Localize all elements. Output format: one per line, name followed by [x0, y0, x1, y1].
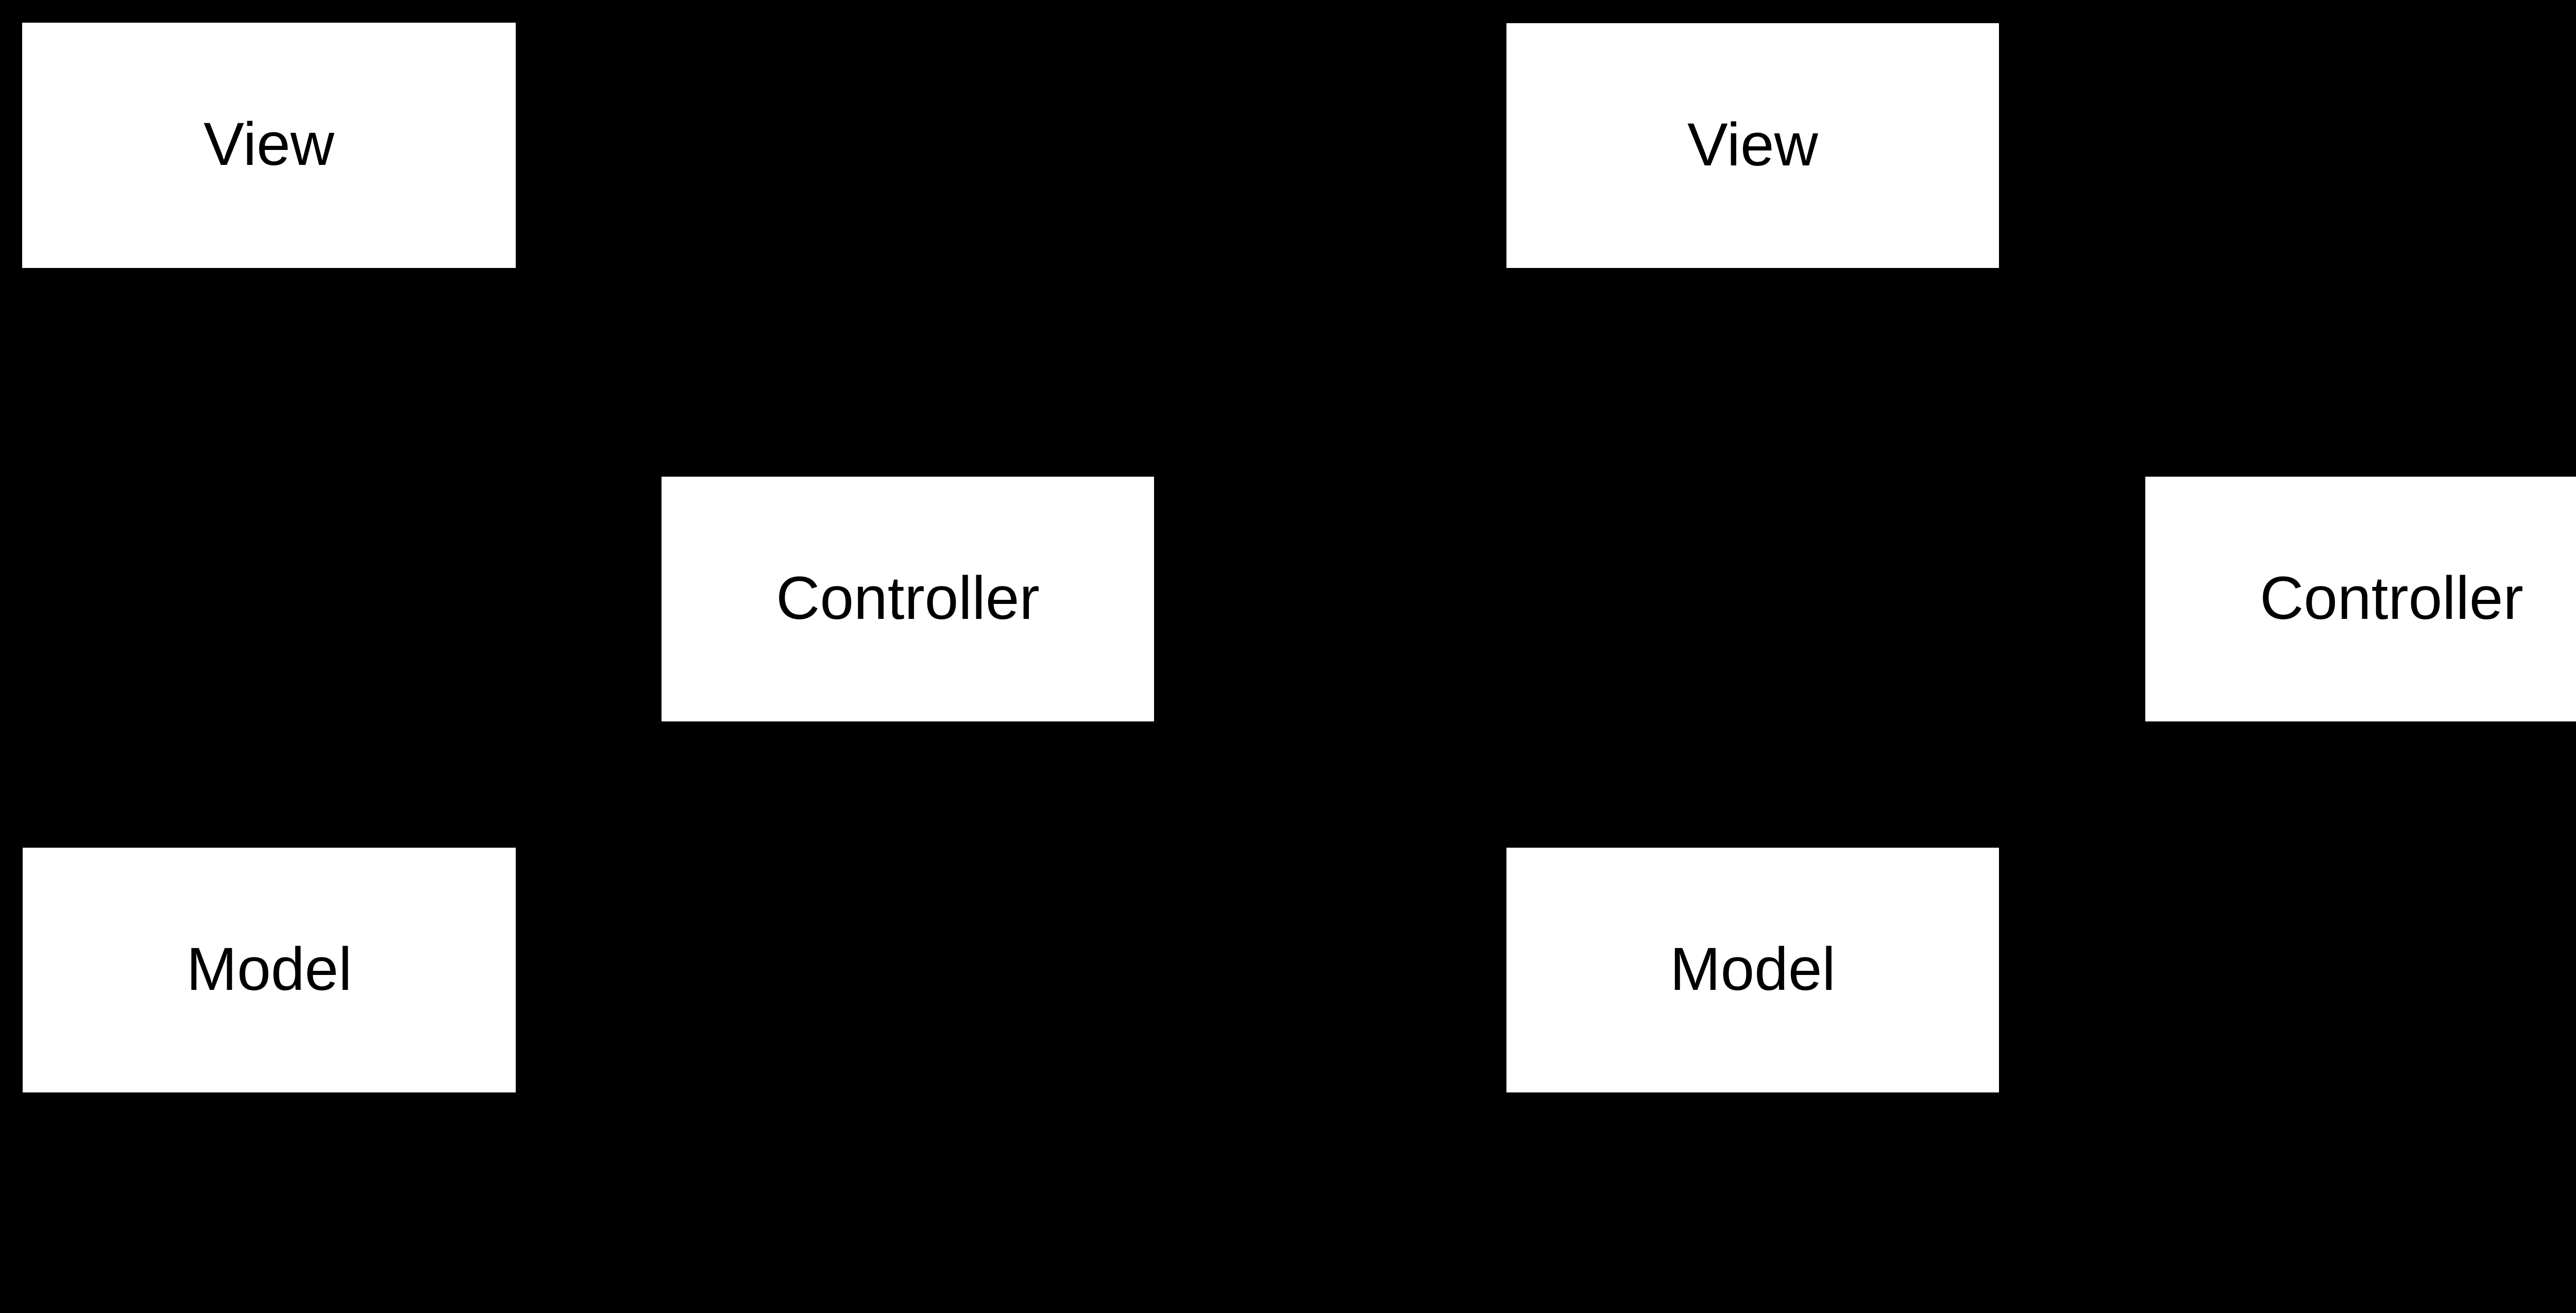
node-view-left[interactable]: View: [22, 23, 516, 268]
node-model-left[interactable]: Model: [23, 848, 516, 1092]
node-controller-left-label: Controller: [776, 564, 1040, 632]
connector-controller-right-to-model-right: [1997, 656, 2147, 970]
connector-controller-left-to-model-left: [514, 656, 664, 970]
node-view-right[interactable]: View: [1506, 23, 1999, 268]
node-view-right-label: View: [1687, 110, 1818, 179]
node-controller-right[interactable]: Controller: [2145, 477, 2576, 721]
node-model-right[interactable]: Model: [1506, 848, 1999, 1092]
node-model-left-label: Model: [186, 935, 352, 1003]
node-model-right-label: Model: [1670, 935, 1836, 1003]
node-controller-left[interactable]: Controller: [662, 477, 1154, 721]
connector-view-right-to-controller-right: [1997, 174, 2147, 542]
node-view-left-label: View: [204, 110, 334, 178]
connector-view-left-to-controller-left: [514, 174, 664, 542]
node-controller-right-label: Controller: [2260, 564, 2523, 632]
